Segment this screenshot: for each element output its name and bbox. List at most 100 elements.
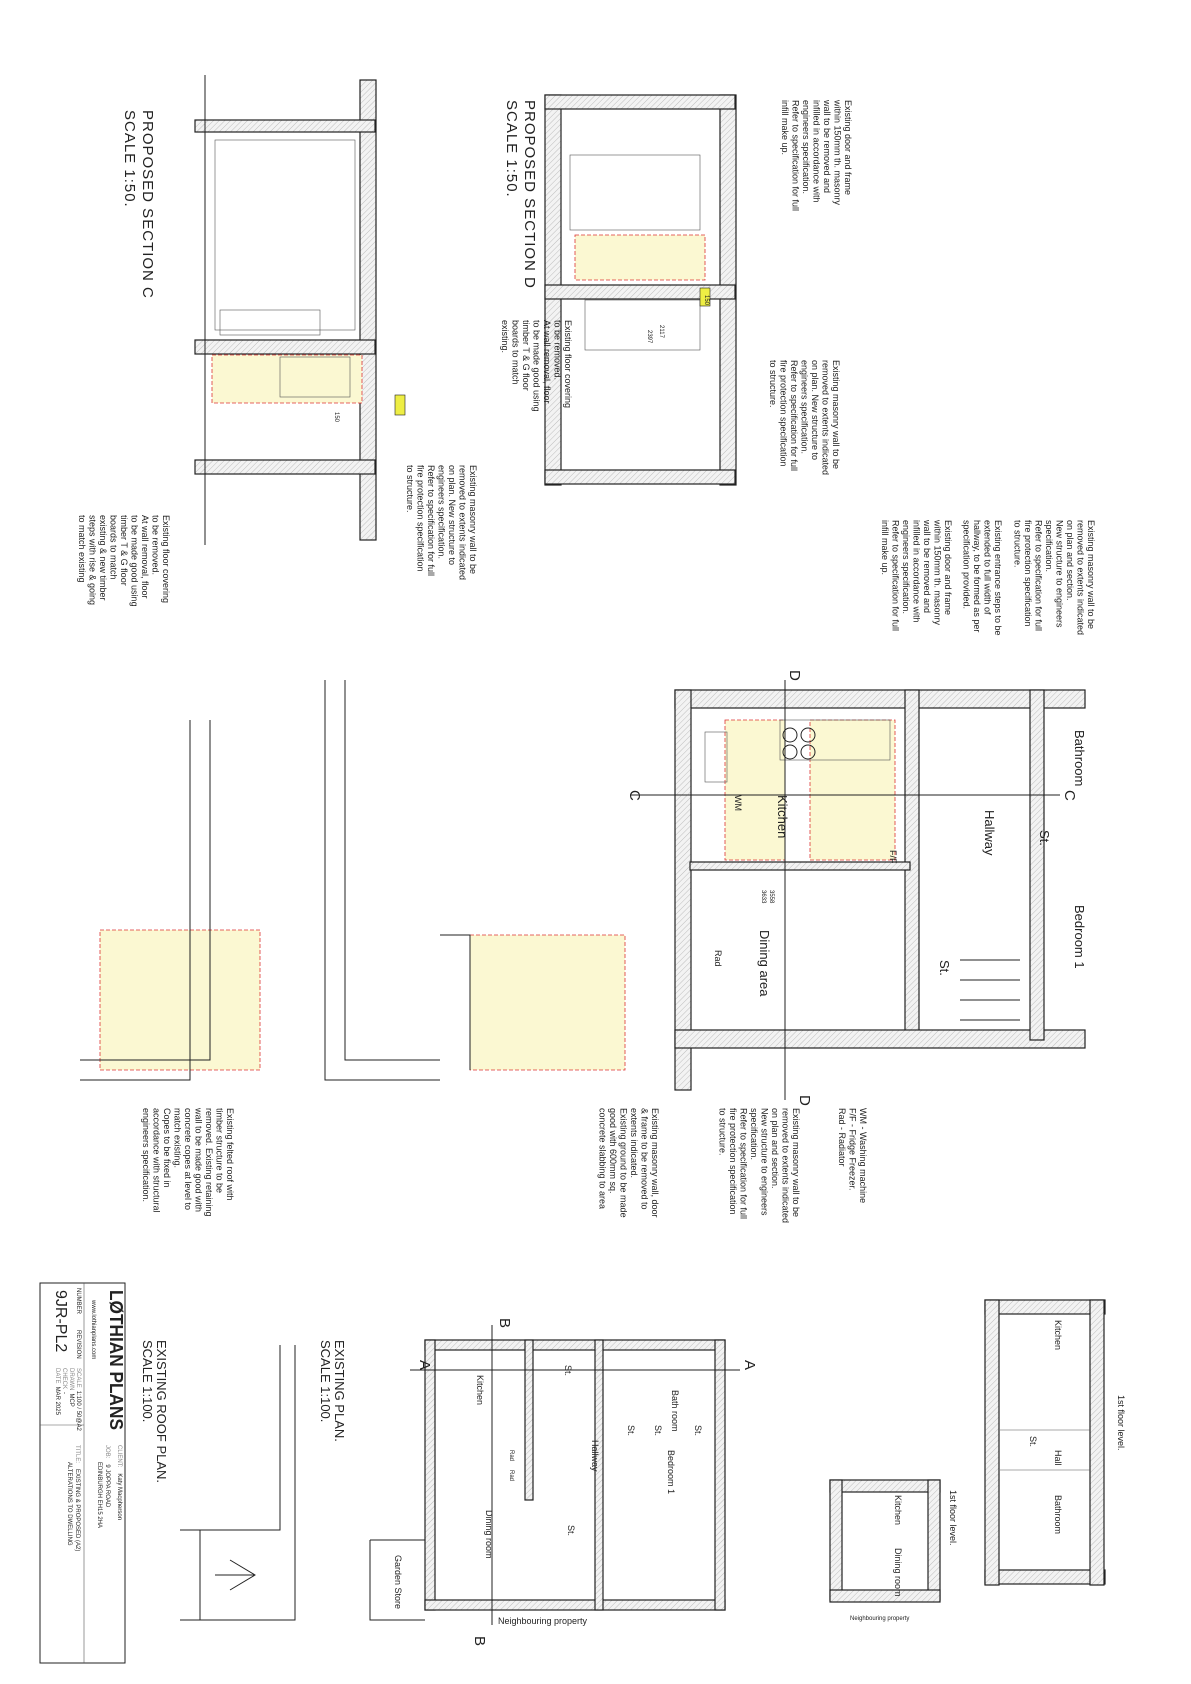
note-line: to structure.: [768, 360, 778, 408]
svg-text:SCALE1:100 / 50@A2: SCALE1:100 / 50@A2: [75, 1368, 81, 1431]
existing-section-a: 1st floor level. Kitchen St. Hall Bathro…: [984, 1299, 1126, 1586]
company-logo: LØTHIAN PLANS: [106, 1290, 126, 1430]
note-line: WM - Washing machine: [858, 1108, 868, 1203]
note-line: infill make up.: [880, 520, 890, 575]
note-line: extents indicated.: [629, 1108, 639, 1178]
room-label: St.: [1037, 830, 1052, 846]
note-line: boards to match: [109, 515, 119, 580]
section-marker: C: [626, 790, 643, 802]
note-line: removed to extents indicated: [458, 465, 468, 580]
room-label: St.: [1028, 1436, 1038, 1447]
room-label: Hallway: [590, 1440, 600, 1472]
note-line: to be removed.: [553, 320, 563, 380]
room-label: Hallway: [982, 810, 997, 856]
fixture-label: Rad: [508, 1470, 514, 1481]
fixture-label: F/F: [888, 850, 898, 864]
room-label: Kitchen: [775, 795, 790, 838]
note-line: steps with rise & going: [88, 515, 98, 605]
drawing-title-line2: ALTERATIONS TO DWELLING: [66, 1462, 72, 1546]
note-line: specification.: [749, 1108, 759, 1160]
section-c-title: PROPOSED SECTION CSCALE 1:50.: [121, 110, 156, 299]
new-beam: [699, 287, 711, 307]
note-line: to be made good using: [130, 515, 140, 607]
note-line: engineers specification.: [800, 360, 810, 454]
note-line: Refer to specification for full: [739, 1108, 749, 1219]
note-line: engineers specification.: [437, 465, 447, 559]
client-name: Katy Macpherson: [116, 1473, 122, 1520]
note-line: to match existing: [77, 515, 87, 583]
note-section-d-wall: Existing masonry wall to beremoved to ex…: [768, 360, 841, 475]
note-line: good with 600mm sq.: [608, 1108, 618, 1194]
note-line: Refer to specification for full: [1034, 520, 1044, 631]
dimension: 3633: [760, 890, 766, 904]
section-marker: D: [786, 670, 803, 682]
note-line: infilled in accordance with: [912, 520, 922, 623]
arrow-icon: [215, 1559, 256, 1591]
job-address: 9 JOPPA ROAD: [104, 1464, 110, 1508]
note-line: & frame to be removed to: [640, 1108, 650, 1210]
note-line: Rad - Radiator: [837, 1108, 847, 1167]
dimension: 2117: [658, 325, 664, 339]
existing-section-b: 1st floor level. Kitchen Dining room Nei…: [829, 1479, 958, 1622]
note-line: Refer to specification for full: [891, 520, 901, 631]
note-line: removed. Existing retaining: [204, 1108, 214, 1217]
number-label: NUMBER: [75, 1288, 81, 1315]
note-line: timber T & G floor: [119, 515, 129, 586]
note-line: infilled in accordance with: [812, 100, 822, 203]
dimension: 2397: [646, 330, 652, 344]
room-label: Garden Store: [393, 1555, 403, 1609]
section-marker: D: [796, 1095, 813, 1107]
existing-ground-floor-plan: A A B B Bath room Kitchen St. Hallway Be…: [140, 1318, 758, 1647]
note-line: Existing masonry wall to be: [1086, 520, 1096, 629]
note-line: fire protection specification: [779, 360, 789, 467]
note-line: specification provided.: [962, 520, 972, 609]
note-line: boards to match: [511, 320, 521, 385]
room-label: St.: [626, 1425, 636, 1436]
existing-roof-title: EXISTING ROOF PLAN.SCALE 1:100.: [140, 1340, 169, 1483]
note-line: to structure.: [1013, 520, 1023, 568]
note-line: wall to be removed and: [822, 99, 832, 193]
new-beam: [394, 394, 406, 416]
note-line: to structure.: [718, 1108, 728, 1156]
note-line: Existing masonry wall to be: [831, 360, 841, 469]
svg-text:CLIENT:Katy Macpherson: CLIENT:Katy Macpherson: [116, 1445, 122, 1520]
section-marker: A: [741, 1360, 758, 1371]
fixture-label: WM: [733, 795, 743, 811]
note-line: Existing entrance steps to be: [993, 520, 1003, 636]
note-line: wall to be removed and: [922, 519, 932, 613]
svg-text:DATEMAR 2025: DATEMAR 2025: [54, 1368, 60, 1416]
drawing-number: 9JR-PL2: [52, 1290, 69, 1352]
note-kitchen-wall: Existing masonry wall to beremoved to ex…: [718, 1108, 802, 1223]
note-line: Existing masonry wall to be: [791, 1108, 801, 1217]
note-line: accordance with structural: [152, 1108, 162, 1213]
note-line: match existing.: [173, 1108, 183, 1168]
proposed-section-c: 150 PROPOSED SECTION CSCALE 1:50. Existi…: [77, 75, 478, 607]
svg-text:DRAWNMCP: DRAWNMCP: [68, 1368, 74, 1407]
dimension: 3558: [768, 890, 774, 904]
fixture-label: Rad: [713, 950, 723, 967]
note-line: existing & new timber: [98, 515, 108, 601]
note-line: on plan. New structure to: [447, 465, 457, 565]
dimension: 150: [333, 412, 339, 423]
svg-text:CHECK-: CHECK-: [61, 1368, 67, 1394]
section-marker: B: [471, 1636, 488, 1647]
note-line: on plan. New structure to: [810, 360, 820, 460]
removed-wall: [689, 861, 911, 871]
note-line: At wall removal, floor: [542, 320, 552, 404]
note-line: F/F - Fridge Freezer.: [848, 1108, 858, 1191]
room-label: Hall: [1053, 1450, 1063, 1466]
note-line: on plan and section.: [1065, 520, 1075, 601]
section-marker: B: [496, 1318, 513, 1329]
note-line: timber structure to be: [215, 1108, 225, 1193]
website[interactable]: www.lothianplans.com: [90, 1299, 96, 1359]
note-line: on plan and section.: [770, 1108, 780, 1189]
note-line: concrete copes at level to: [183, 1108, 193, 1210]
note-entrance-steps: Existing entrance steps to beextended to…: [962, 520, 1004, 636]
note-line: engineers specification.: [901, 520, 911, 614]
note-line: to structure.: [405, 465, 415, 513]
proposed-section-d: 150 2117 2397 PROPOSED SECTION DSCALE 1:…: [500, 94, 853, 486]
legend: WM - Washing machineF/F - Fridge Freezer…: [837, 1108, 868, 1203]
note-line: New structure to engineers: [760, 1108, 770, 1216]
note-line: existing.: [500, 320, 510, 353]
neighbour-label: Neighbouring property: [850, 1616, 909, 1622]
